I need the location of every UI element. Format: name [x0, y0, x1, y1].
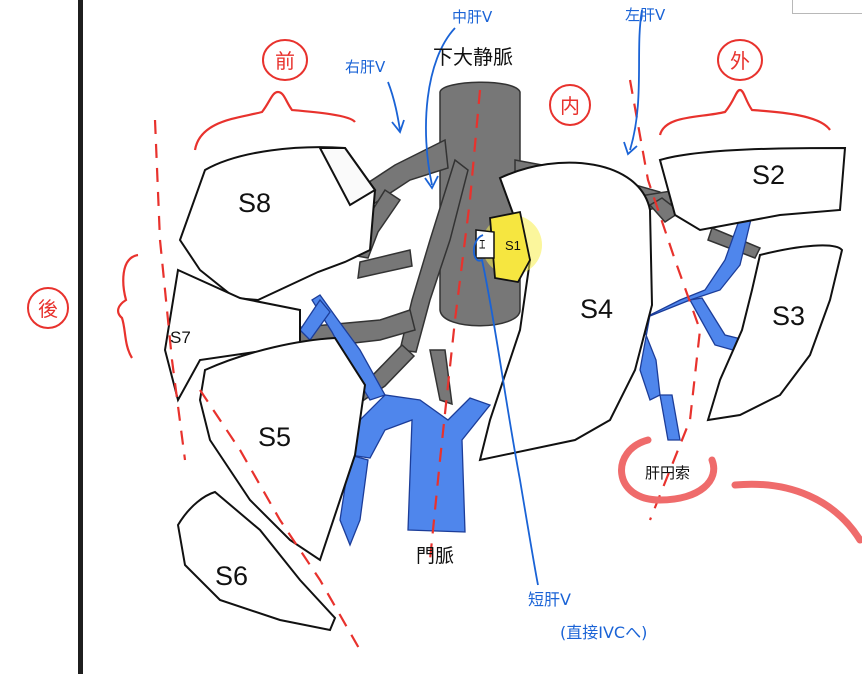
red-circles: [27, 39, 763, 329]
dashed-left-border: [628, 79, 702, 521]
round-ligament-marker: [618, 436, 862, 544]
left-margin-panel: [0, 0, 78, 674]
segment-s4-label: S4: [580, 294, 613, 324]
middle-vein-arrow-head: [424, 175, 439, 190]
lateral-brace: [658, 88, 831, 136]
short-vein-line: [472, 234, 539, 586]
middle-hepatic-vein: [399, 158, 469, 353]
anterior-circle: [262, 39, 308, 81]
segment-s5-label: S5: [258, 422, 291, 452]
segment-s2: [658, 146, 847, 232]
red-dashed-lines: [153, 79, 702, 651]
left-vein-arrow-head: [623, 141, 638, 156]
right-hepatic-vein-note: 右肝V: [345, 58, 386, 76]
middle-hepatic-vein-note: 中肝V: [452, 8, 493, 26]
segment-s1-label: S1: [505, 238, 521, 253]
top-right-frame: [792, 0, 862, 14]
round-ligament-label: 肝円索: [645, 464, 690, 482]
right-vein-arrow: [387, 81, 401, 131]
left-hepatic-vein-note: 左肝V: [625, 6, 666, 24]
ligament-arrow: [731, 480, 862, 544]
segment-s6-label: S6: [215, 561, 248, 591]
ligament-circle: [618, 436, 718, 504]
medial-circle: [549, 84, 591, 126]
right-vein-arrow-head: [391, 119, 405, 134]
dashed-s5-s6-border: [199, 389, 361, 651]
segment-s2-label: S2: [752, 160, 785, 190]
portal-vein-trunk: [349, 394, 492, 533]
left-border-bar: [78, 0, 83, 674]
anterior-brace: [193, 90, 356, 151]
left-vein-arrow: [629, 9, 643, 151]
middle-vein-arrow: [425, 27, 456, 186]
portal-vein-umbilical: [639, 211, 753, 401]
dashed-cantlie-line: [428, 89, 482, 561]
segment-s6: [176, 490, 337, 632]
posterior-note: 後: [38, 297, 58, 321]
anterior-note: 前: [275, 49, 295, 73]
short-hepatic-vein-detail: (直接IVCへ): [560, 623, 647, 642]
portal-vein-label: 門脈: [416, 545, 454, 567]
lateral-note: 外: [730, 49, 750, 73]
short-hepatic-vein-note: 短肝V: [528, 590, 571, 609]
ivc-label: 下大静脈: [433, 45, 513, 69]
caudate-mark: ｴ: [479, 237, 486, 252]
round-ligament-stem: [659, 394, 681, 441]
segment-s5: [198, 336, 367, 562]
segment-s7-label: S7: [170, 328, 191, 347]
blue-arrows: [387, 9, 643, 586]
red-braces: [116, 88, 831, 359]
s1-block: [489, 210, 531, 283]
right-hepatic-vein-branch-2: [357, 249, 413, 279]
segment-s8-face: [318, 147, 377, 207]
dashed-right-border: [153, 119, 187, 461]
segment-s8-label: S8: [238, 188, 271, 218]
lateral-circle: [717, 39, 763, 81]
posterior-brace: [116, 253, 139, 359]
posterior-circle: [27, 287, 69, 329]
medial-note: 内: [560, 94, 580, 118]
middle-hepatic-vein-lower: [429, 349, 453, 406]
segment-s3-label: S3: [772, 301, 805, 331]
segment-s3: [706, 244, 844, 422]
